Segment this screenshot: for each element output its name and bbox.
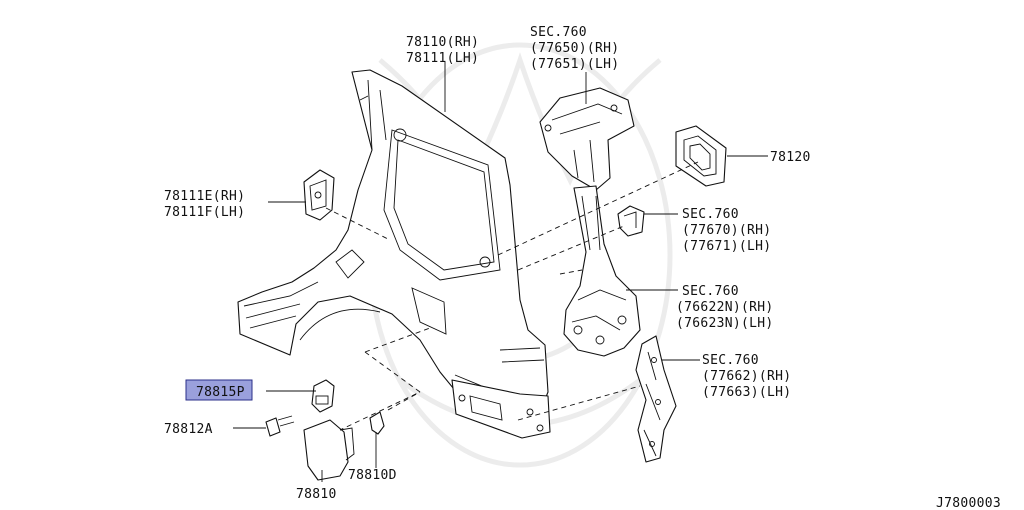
assembly-lines bbox=[325, 161, 699, 431]
bolt-part[interactable] bbox=[265, 415, 295, 437]
filler-ring-part[interactable] bbox=[675, 125, 727, 187]
label-inner-panel: SEC.760 (76622N)(RH) (76623N)(LH) bbox=[676, 284, 774, 331]
label-line: 78110(RH) bbox=[406, 35, 479, 50]
label-bumper-stop: 78810D bbox=[348, 468, 397, 483]
label-filler-ring: 78120 bbox=[770, 150, 811, 165]
label-line: 78111F(LH) bbox=[164, 205, 245, 220]
inner-panel-part[interactable] bbox=[563, 185, 641, 357]
tail-housing-part bbox=[451, 379, 551, 439]
label-line: (77663)(LH) bbox=[702, 385, 791, 400]
bumper-stop-part[interactable] bbox=[369, 411, 385, 460]
diagram-id: J7800003 bbox=[936, 496, 1001, 510]
label-line: 78120 bbox=[770, 150, 811, 165]
label-upper-bracket: SEC.760 (77650)(RH) (77651)(LH) bbox=[530, 25, 619, 72]
label-line: (77662)(RH) bbox=[702, 369, 791, 384]
rear-pillar-part[interactable] bbox=[635, 335, 677, 463]
label-quarter-panel: 78110(RH) 78111(LH) bbox=[406, 35, 479, 66]
label-line: 78111(LH) bbox=[406, 51, 479, 66]
label-line: (76622N)(RH) bbox=[676, 300, 774, 315]
label-line: (77650)(RH) bbox=[530, 41, 619, 56]
leader-lines bbox=[233, 62, 768, 482]
label-line: (76623N)(LH) bbox=[676, 316, 774, 331]
label-rear-pillar: SEC.760 (77662)(RH) (77663)(LH) bbox=[702, 353, 791, 400]
small-bracket-part[interactable] bbox=[617, 205, 645, 237]
label-line: SEC.760 bbox=[702, 353, 759, 368]
label-small-bracket: SEC.760 (77670)(RH) (77671)(LH) bbox=[682, 207, 771, 254]
upper-bracket-part[interactable] bbox=[539, 87, 635, 191]
label-line: 78815P bbox=[196, 385, 245, 400]
label-line: SEC.760 bbox=[530, 25, 587, 40]
label-small-panel: 78111E(RH) 78111F(LH) bbox=[164, 189, 245, 220]
label-line: 78810D bbox=[348, 468, 397, 483]
small-panel-part[interactable] bbox=[303, 169, 335, 221]
label-bolt: 78812A bbox=[164, 422, 213, 437]
fuel-lid-part[interactable] bbox=[303, 419, 355, 481]
clip-part[interactable] bbox=[311, 379, 335, 413]
label-line: (77670)(RH) bbox=[682, 223, 771, 238]
label-line: (77651)(LH) bbox=[530, 57, 619, 72]
label-line: (77671)(LH) bbox=[682, 239, 771, 254]
label-line: SEC.760 bbox=[682, 284, 739, 299]
label-line: SEC.760 bbox=[682, 207, 739, 222]
label-fuel-lid: 78810 bbox=[296, 487, 337, 502]
label-line: 78812A bbox=[164, 422, 213, 437]
selection-highlight bbox=[185, 379, 253, 401]
label-line: 78111E(RH) bbox=[164, 189, 245, 204]
label-line: 78810 bbox=[296, 487, 337, 502]
label-selected-part[interactable]: 78815P bbox=[185, 379, 253, 401]
